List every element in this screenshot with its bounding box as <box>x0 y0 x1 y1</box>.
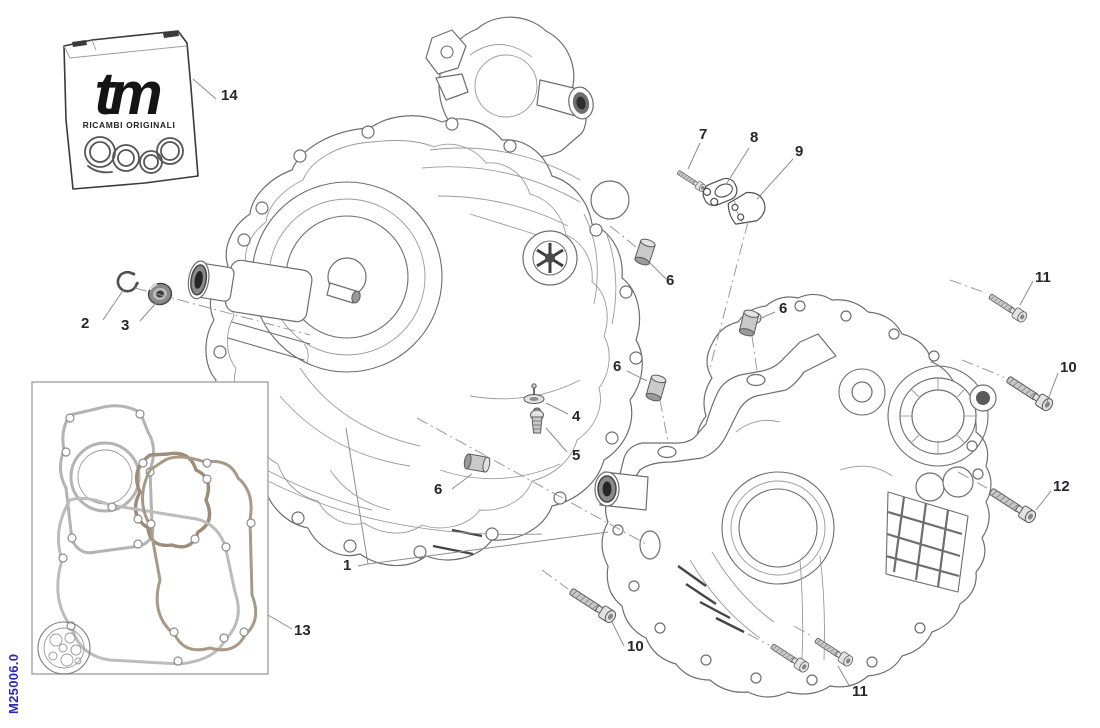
drawing-code: M25006.0 <box>6 653 21 714</box>
callout-6c: 6 <box>613 358 622 375</box>
plug-part <box>530 407 544 434</box>
callout-6b: 6 <box>779 300 788 317</box>
bolt-11-bottom-right <box>814 637 854 667</box>
callout-11b: 11 <box>852 683 868 700</box>
mount-boss <box>594 471 649 511</box>
callout-8: 8 <box>750 129 759 146</box>
bolt-11-right <box>988 293 1028 323</box>
countershaft-tube <box>187 259 313 323</box>
crankcase-right-half <box>594 293 997 698</box>
callout-4: 4 <box>572 408 581 425</box>
callout-14: 14 <box>221 87 238 104</box>
callout-7: 7 <box>699 126 708 143</box>
bolt-parts <box>569 293 1054 673</box>
callout-6d: 6 <box>434 481 443 498</box>
crankcase-left-half <box>187 16 643 567</box>
leader-lines <box>102 78 1059 688</box>
clutch-gasket-circle <box>37 621 91 675</box>
callout-5: 5 <box>572 447 581 464</box>
plate-gasket-part-8 <box>702 177 738 207</box>
gasket-kit-box <box>31 381 269 675</box>
oil-seal-part <box>147 282 173 306</box>
plate-part-9 <box>727 191 766 225</box>
callout-9: 9 <box>795 143 804 160</box>
bolt-10-right <box>1006 376 1054 412</box>
brand-subtitle-text: RICAMBI ORIGINALI <box>83 120 176 130</box>
dowel-pin-parts <box>463 238 760 473</box>
callout-6a: 6 <box>666 272 675 289</box>
callout-11a: 11 <box>1035 269 1051 286</box>
bolt-11-bottom-left <box>770 643 810 673</box>
callout-3: 3 <box>121 317 130 334</box>
brand-logo-text: tm <box>94 60 160 127</box>
bolt-12 <box>989 488 1037 524</box>
callout-10b: 10 <box>627 638 644 655</box>
center-lines <box>134 221 1005 646</box>
rib-lattice <box>885 491 969 593</box>
callout-10a: 10 <box>1060 359 1077 376</box>
callout-1: 1 <box>343 557 352 574</box>
parts-package-drawing: tm RICAMBI ORIGINALI <box>63 30 199 190</box>
screw-part-7 <box>676 170 706 192</box>
callout-13: 13 <box>294 622 311 639</box>
seal-rings-sketch <box>84 136 184 174</box>
callout-12: 12 <box>1053 478 1070 495</box>
bolt-10-bottom <box>569 588 617 624</box>
circlip-part <box>116 270 139 293</box>
callout-2: 2 <box>81 315 90 332</box>
washer-part <box>523 383 545 404</box>
